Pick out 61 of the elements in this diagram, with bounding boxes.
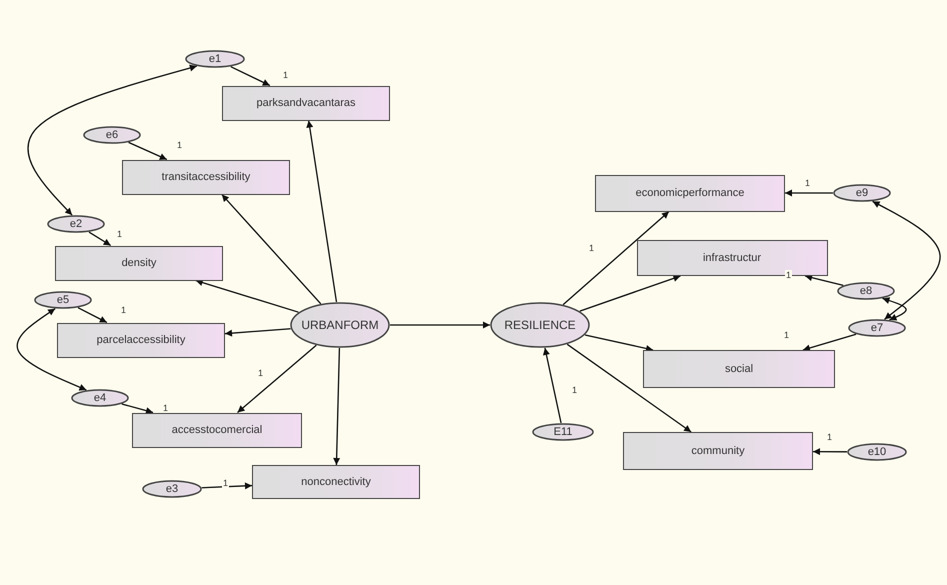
error-term-ellipse: e1 — [185, 50, 245, 68]
edge-label: 1 — [785, 270, 792, 280]
error-term-ellipse: E11 — [532, 423, 594, 441]
covariance-arrow — [882, 297, 907, 320]
arrow — [196, 279, 299, 313]
arrow — [221, 194, 322, 304]
latent-variable-ellipse: URBANFORM — [290, 302, 390, 348]
arrow — [88, 232, 112, 246]
edge-label: 1 — [120, 305, 128, 315]
observed-variable-box: economicperformance — [595, 174, 785, 212]
observed-variable-box: transitaccessibility — [122, 160, 290, 194]
observed-variable-box: social — [643, 350, 835, 388]
error-term-ellipse: e10 — [847, 443, 907, 461]
arrow — [202, 482, 252, 490]
arrow — [785, 190, 833, 196]
arrow — [128, 142, 168, 160]
edge-label: 1 — [162, 403, 170, 413]
edge-label: 1 — [257, 368, 264, 378]
arrow — [78, 307, 108, 324]
edge-label: 1 — [588, 243, 596, 253]
edge-label: 1 — [804, 178, 812, 188]
latent-variable-ellipse: RESILIENCE — [490, 302, 590, 348]
edge-label: 1 — [783, 330, 790, 340]
arrow — [333, 348, 340, 466]
edge-label: 1 — [826, 432, 834, 442]
edge-label: 1 — [571, 385, 578, 395]
arrow — [237, 344, 317, 413]
edge-label: 1 — [282, 70, 290, 80]
arrow — [580, 275, 681, 312]
edge-label: 1 — [176, 140, 184, 150]
observed-variable-box: community — [623, 432, 813, 470]
arrow — [566, 344, 692, 433]
error-term-ellipse: e5 — [34, 291, 92, 309]
edge-label: 1 — [222, 478, 230, 488]
arrow — [542, 348, 562, 424]
error-term-ellipse: e2 — [47, 215, 105, 233]
arrow — [584, 334, 654, 352]
arrow — [802, 334, 856, 352]
arrow — [224, 328, 291, 337]
error-term-ellipse: e4 — [71, 389, 129, 407]
observed-variable-box: nonconectivity — [252, 465, 420, 499]
error-term-ellipse: e8 — [837, 282, 895, 300]
arrow — [562, 211, 670, 306]
covariance-arrow — [27, 64, 198, 216]
error-term-ellipse: e9 — [833, 184, 891, 202]
error-term-ellipse: e7 — [848, 319, 906, 337]
observed-variable-box: parksandvacantaras — [222, 86, 390, 120]
covariance-arrow — [16, 308, 87, 391]
arrow — [230, 66, 270, 86]
error-term-ellipse: e6 — [83, 126, 141, 144]
covariance-arrow — [872, 200, 941, 320]
arrow — [390, 322, 490, 328]
arrow — [813, 448, 847, 456]
arrow — [804, 274, 844, 286]
arrow — [306, 120, 338, 302]
arrow — [122, 403, 154, 414]
observed-variable-box: accesstocomercial — [132, 412, 302, 448]
error-term-ellipse: e3 — [142, 480, 202, 498]
edge-label: 1 — [116, 229, 124, 239]
observed-variable-box: parcelaccessibility — [57, 322, 225, 358]
observed-variable-box: density — [55, 246, 223, 280]
